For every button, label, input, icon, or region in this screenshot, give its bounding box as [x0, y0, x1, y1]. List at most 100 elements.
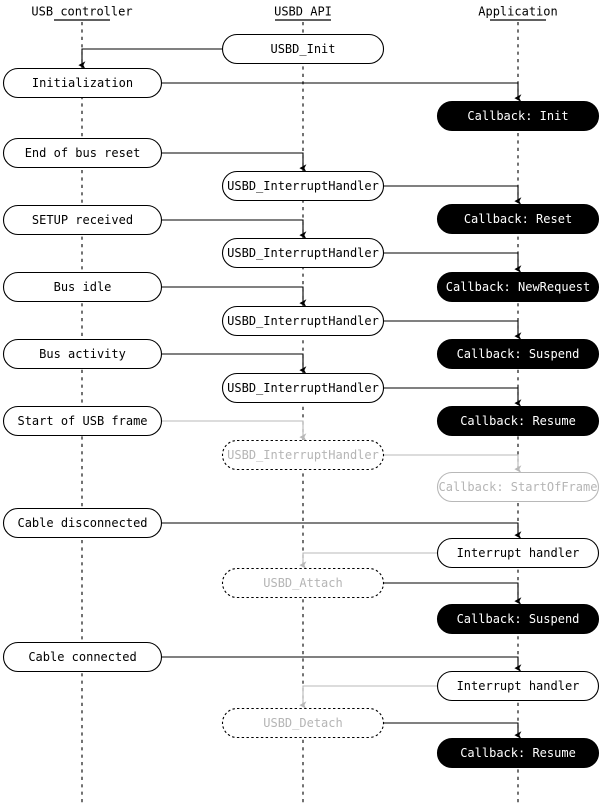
node-shape [2, 204, 163, 236]
node-shape [436, 670, 600, 702]
node-label: USBD_Init [270, 42, 335, 56]
connector-n23-to-n24 [162, 656, 522, 673]
connector-n04-to-n05 [162, 152, 307, 173]
node-shape [2, 137, 163, 169]
node-shape [221, 707, 385, 739]
node-shape [436, 405, 600, 437]
node-n11[interactable]: USBD_InterruptHandler [221, 305, 385, 337]
connector-n24-to-n25 [299, 685, 437, 710]
node-label: End of bus reset [25, 146, 141, 160]
node-label: USBD_Attach [263, 576, 342, 590]
node-shape [436, 203, 600, 235]
node-n23[interactable]: Cable connected [2, 641, 163, 673]
node-n09[interactable]: Callback: NewRequest [436, 271, 600, 303]
node-label: Bus idle [54, 280, 112, 294]
node-label: Callback: Suspend [457, 612, 580, 626]
node-shape [221, 305, 385, 337]
node-n14[interactable]: USBD_InterruptHandler [221, 372, 385, 404]
node-label: Cable connected [28, 650, 136, 664]
node-shape [436, 603, 600, 635]
node-n20[interactable]: Interrupt handler [436, 537, 600, 569]
node-n07[interactable]: SETUP received [2, 204, 163, 236]
connector-n13-to-n14 [162, 353, 307, 375]
node-n24[interactable]: Interrupt handler [436, 670, 600, 702]
node-shape [436, 471, 600, 503]
node-label: Callback: NewRequest [446, 280, 591, 294]
connector-n25-to-n26 [384, 722, 522, 740]
connector-n21-to-n22 [384, 582, 522, 606]
node-n08[interactable]: USBD_InterruptHandler [221, 237, 385, 269]
node-shape [221, 33, 385, 65]
node-n21[interactable]: USBD_Attach [221, 567, 385, 599]
connector-n19-to-n20 [162, 522, 522, 540]
node-label: Callback: Resume [460, 414, 576, 428]
connector-n01-to-n02 [78, 48, 222, 70]
node-shape [436, 737, 600, 769]
node-label: Start of USB frame [17, 414, 147, 428]
node-shape [436, 537, 600, 569]
node-label: Callback: Init [467, 109, 568, 123]
node-n03[interactable]: Callback: Init [436, 100, 600, 132]
connector-n07-to-n08 [162, 219, 307, 240]
node-label: USBD_InterruptHandler [227, 448, 379, 462]
node-label: USBD_InterruptHandler [227, 246, 379, 260]
node-label: Callback: Suspend [457, 347, 580, 361]
node-n05[interactable]: USBD_InterruptHandler [221, 170, 385, 202]
node-n06[interactable]: Callback: Reset [436, 203, 600, 235]
node-n26[interactable]: Callback: Resume [436, 737, 600, 769]
node-shape [2, 641, 163, 673]
node-n01[interactable]: USBD_Init [221, 33, 385, 65]
connector-n14-to-n15 [384, 387, 522, 408]
node-label: Cable disconnected [17, 516, 147, 530]
node-shape [221, 567, 385, 599]
node-n22[interactable]: Callback: Suspend [436, 603, 600, 635]
node-n16[interactable]: Start of USB frame [2, 405, 163, 437]
node-shape [2, 507, 163, 539]
node-n10[interactable]: Bus idle [2, 271, 163, 303]
node-shape [2, 405, 163, 437]
node-shape [221, 372, 385, 404]
connector-n11-to-n12 [384, 320, 522, 341]
node-label: Callback: Resume [460, 746, 576, 760]
node-n19[interactable]: Cable disconnected [2, 507, 163, 539]
node-n18[interactable]: Callback: StartOfFrame [436, 471, 600, 503]
node-shape [436, 100, 600, 132]
node-shape [436, 338, 600, 370]
node-label: USBD_InterruptHandler [227, 381, 379, 395]
node-n15[interactable]: Callback: Resume [436, 405, 600, 437]
lifeline-title-app: Application [478, 5, 557, 19]
node-label: Interrupt handler [457, 679, 580, 693]
connector-n17-to-n18 [384, 454, 522, 474]
connector-n10-to-n11 [162, 286, 307, 308]
node-label: Initialization [32, 76, 133, 90]
node-label: USBD_InterruptHandler [227, 314, 379, 328]
node-n02[interactable]: Initialization [2, 67, 163, 99]
node-shape [2, 67, 163, 99]
node-shape [221, 439, 385, 471]
node-label: Callback: StartOfFrame [439, 480, 598, 494]
node-shape [221, 237, 385, 269]
node-shape [2, 338, 163, 370]
node-n25[interactable]: USBD_Detach [221, 707, 385, 739]
node-label: Interrupt handler [457, 546, 580, 560]
node-label: USBD_Detach [263, 716, 342, 730]
node-shape [221, 170, 385, 202]
node-label: SETUP received [32, 213, 133, 227]
lifeline-title-api: USBD API [274, 5, 332, 19]
connector-n20-to-n21 [299, 552, 437, 570]
connector-n08-to-n09 [384, 252, 522, 274]
node-n13[interactable]: Bus activity [2, 338, 163, 370]
node-n17[interactable]: USBD_InterruptHandler [221, 439, 385, 471]
connector-n05-to-n06 [384, 185, 522, 206]
node-n12[interactable]: Callback: Suspend [436, 338, 600, 370]
connectors-layer [78, 48, 522, 740]
node-shape [2, 271, 163, 303]
node-label: Bus activity [39, 347, 126, 361]
node-n04[interactable]: End of bus reset [2, 137, 163, 169]
node-label: Callback: Reset [464, 212, 572, 226]
node-shape [436, 271, 600, 303]
